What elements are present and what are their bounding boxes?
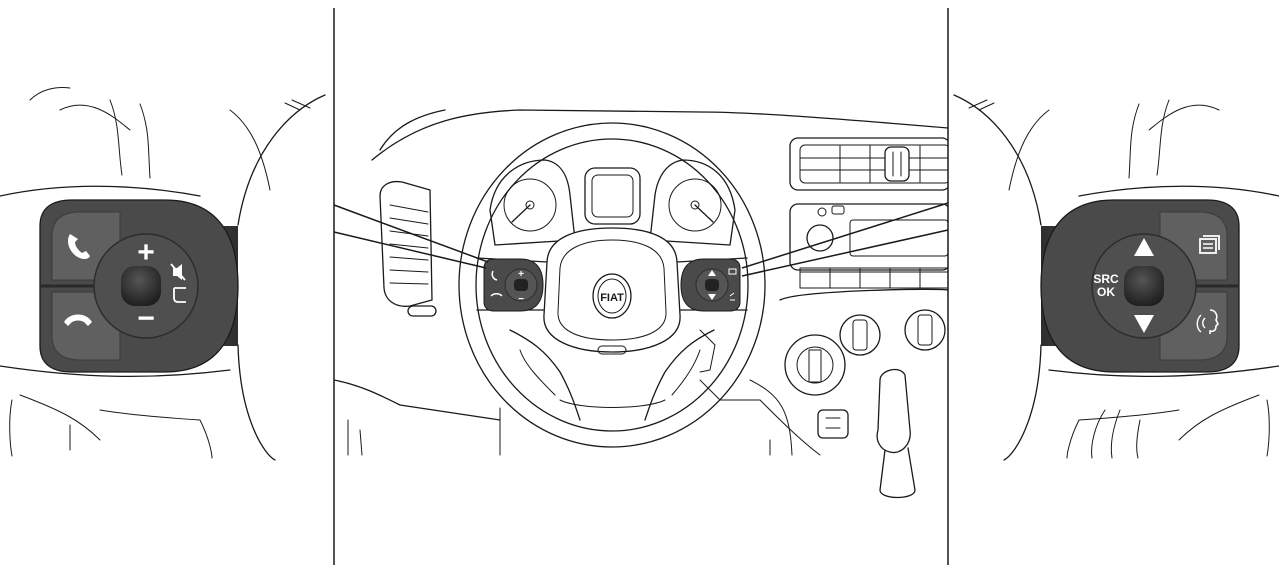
svg-text:−: −: [518, 294, 524, 305]
voice-command-icon: [1196, 309, 1219, 334]
src-ok-knob[interactable]: [1124, 266, 1164, 306]
callout-leader-lines: [333, 202, 949, 277]
arrow-up-icon[interactable]: [1134, 238, 1154, 256]
dashboard-air-vent: [789, 137, 948, 191]
right-zoom-panel: SRC OK: [953, 94, 1279, 461]
radio-unit: [789, 203, 948, 289]
volume-up-symbol[interactable]: +: [137, 236, 155, 269]
gear-shift: [759, 368, 916, 499]
left-zoom-panel: + −: [0, 87, 326, 461]
volume-down-symbol[interactable]: −: [137, 302, 155, 335]
menu-icon: [1199, 235, 1220, 254]
back-icon[interactable]: [173, 287, 186, 303]
phone-answer-icon: [68, 234, 90, 259]
dashboard-illustration: FIAT + −: [334, 109, 948, 499]
phone-end-icon: [64, 314, 92, 326]
mute-icon[interactable]: [170, 263, 186, 281]
src-label: SRC: [1093, 272, 1119, 286]
svg-text:+: +: [518, 269, 524, 280]
fiat-logo-text: FIAT: [600, 292, 624, 304]
right-switch-cluster-small: [680, 258, 741, 312]
fiat-logo-badge: [592, 273, 632, 319]
arrow-down-icon[interactable]: [1134, 315, 1154, 333]
ok-label: OK: [1097, 285, 1115, 299]
steering-wheel: FIAT + −: [458, 122, 766, 448]
climate-control-knobs: [779, 288, 948, 396]
left-switch-cluster-small: + −: [483, 258, 544, 312]
volume-knob[interactable]: [121, 266, 161, 306]
instrument-cluster: [489, 159, 736, 246]
